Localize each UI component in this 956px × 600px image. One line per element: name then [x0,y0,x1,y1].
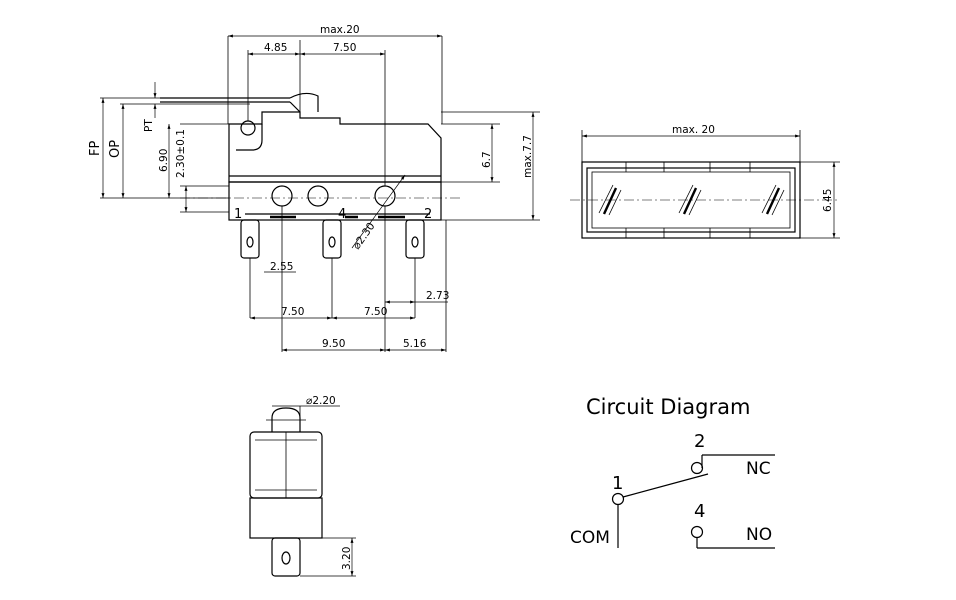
circuit-node-no [690,525,704,539]
circuit-pin-2: 2 [694,431,705,452]
circuit-label-com: COM [570,528,610,548]
circuit-label-no: NO [746,525,772,545]
top-view: max. 20 6.45 [570,124,840,239]
terminal-label-4: 4 [338,207,346,222]
switch-body-outline [228,111,442,183]
front-view: max.20 4.85 7.50 FP OP PT 6.90 2.30±0.1 … [88,24,540,352]
lever-bracket [236,124,263,151]
circuit-label-nc: NC [746,459,771,479]
dim-7-50-left: 7.50 [281,306,304,318]
terminal-slot-2 [765,187,781,215]
circuit-node-nc [690,461,704,475]
actuator-lever [160,97,290,103]
circuit-node-com [611,492,625,506]
pin-1 [240,219,260,259]
dim-6-7: 6.7 [481,151,493,168]
dim-4-85: 4.85 [264,42,287,54]
side-pin [271,537,301,577]
side-actuator [271,407,301,432]
dim-op: OP [108,140,123,158]
pin-4 [322,219,342,259]
circuit-pin-1: 1 [612,473,623,494]
pin-2 [405,219,425,259]
circuit-switch-arm [622,473,709,498]
dim-side-actuator: ⌀2.20 [306,395,336,407]
dim-fp: FP [88,141,103,156]
dim-2-73: 2.73 [426,290,449,302]
side-view: ⌀2.20 3.20 [249,395,356,577]
dim-6-90: 6.90 [158,149,170,172]
terminal-slot-4 [682,187,698,215]
mounting-hole [307,185,329,207]
dim-pt: PT [143,119,155,132]
lever-roller [289,92,319,112]
terminal-label-2: 2 [424,207,432,222]
circuit-diagram: Circuit Diagram 2 1 4 NC NO COM [570,395,775,549]
side-body-lower [249,497,323,539]
circuit-pin-4: 4 [694,501,705,522]
terminal-label-1: 1 [234,207,242,222]
terminal-slot-1 [602,187,618,215]
dim-side-3-20: 3.20 [341,547,353,570]
dim-9-50: 9.50 [322,338,345,350]
pivot-circle [240,120,256,136]
circuit-title: Circuit Diagram [586,395,750,419]
terminal-hole-1 [271,185,293,207]
dim-2-30: 2.30±0.1 [175,129,187,178]
dim-top-6-45: 6.45 [822,189,834,212]
dim-2-55: 2.55 [270,261,293,273]
dim-hole-diameter: ⌀2.30 [351,221,378,252]
dim-max-20: max.20 [320,24,360,36]
dim-max-7-7: max.7.7 [522,135,534,178]
dim-top-max-20: max. 20 [672,124,715,136]
dim-7-50-right: 7.50 [364,306,387,318]
dim-7-50-top: 7.50 [333,42,356,54]
dim-5-16: 5.16 [403,338,427,350]
